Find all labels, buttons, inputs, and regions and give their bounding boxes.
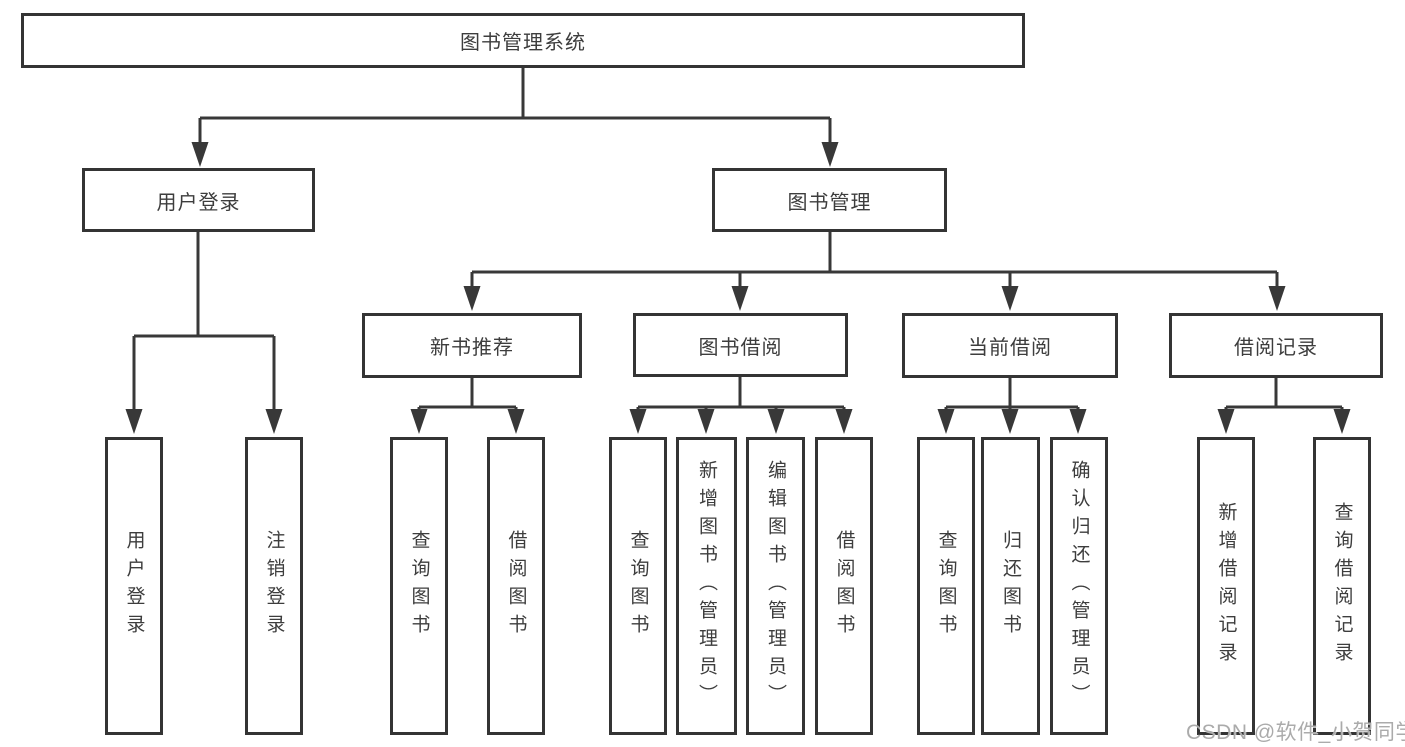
leaf-query-books-recommend: 查询图书	[390, 437, 448, 735]
leaf-label: 确认归还（管理员）	[1068, 460, 1090, 712]
leaf-logout: 注销登录	[245, 437, 303, 735]
leaf-label: 查询借阅记录	[1331, 502, 1353, 670]
connector-paths	[132, 68, 1344, 412]
leaf-query-books-borrowing: 查询图书	[609, 437, 667, 735]
leaf-query-books-current: 查询图书	[917, 437, 975, 735]
node-book-borrowing: 图书借阅	[633, 313, 848, 377]
leaf-label: 查询图书	[627, 530, 649, 642]
leaf-query-borrow-record: 查询借阅记录	[1313, 437, 1371, 735]
leaf-label: 新增图书（管理员）	[696, 460, 717, 712]
leaf-add-books-admin: 新增图书（管理员）	[676, 437, 737, 735]
leaf-label: 借阅图书	[505, 530, 527, 642]
leaf-label: 注销登录	[263, 530, 285, 642]
csdn-watermark: CSDN @软件_小贺同学	[1186, 721, 1405, 744]
node-current-borrowing: 当前借阅	[902, 313, 1118, 378]
leaf-borrow-books-recommend: 借阅图书	[487, 437, 545, 735]
leaf-return-books: 归还图书	[981, 437, 1040, 735]
leaf-label: 借阅图书	[833, 530, 855, 642]
leaf-confirm-return-admin: 确认归还（管理员）	[1050, 437, 1108, 735]
leaf-user-login: 用户登录	[105, 437, 163, 735]
leaf-add-borrow-record: 新增借阅记录	[1197, 437, 1255, 735]
node-borrowing-records: 借阅记录	[1169, 313, 1383, 378]
leaf-label: 归还图书	[1000, 530, 1021, 642]
node-library-management-system: 图书管理系统	[21, 13, 1025, 68]
node-book-management: 图书管理	[712, 168, 947, 232]
leaf-label: 查询图书	[935, 530, 957, 642]
leaf-edit-books-admin: 编辑图书（管理员）	[746, 437, 805, 735]
node-new-book-recommendation: 新书推荐	[362, 313, 582, 378]
leaf-label: 新增借阅记录	[1215, 502, 1237, 670]
leaf-label: 查询图书	[408, 530, 430, 642]
leaf-borrow-books: 借阅图书	[815, 437, 873, 735]
leaf-label: 编辑图书（管理员）	[765, 460, 786, 712]
leaf-label: 用户登录	[123, 530, 145, 642]
arrowheads	[125, 142, 1351, 434]
node-user-login: 用户登录	[82, 168, 315, 232]
